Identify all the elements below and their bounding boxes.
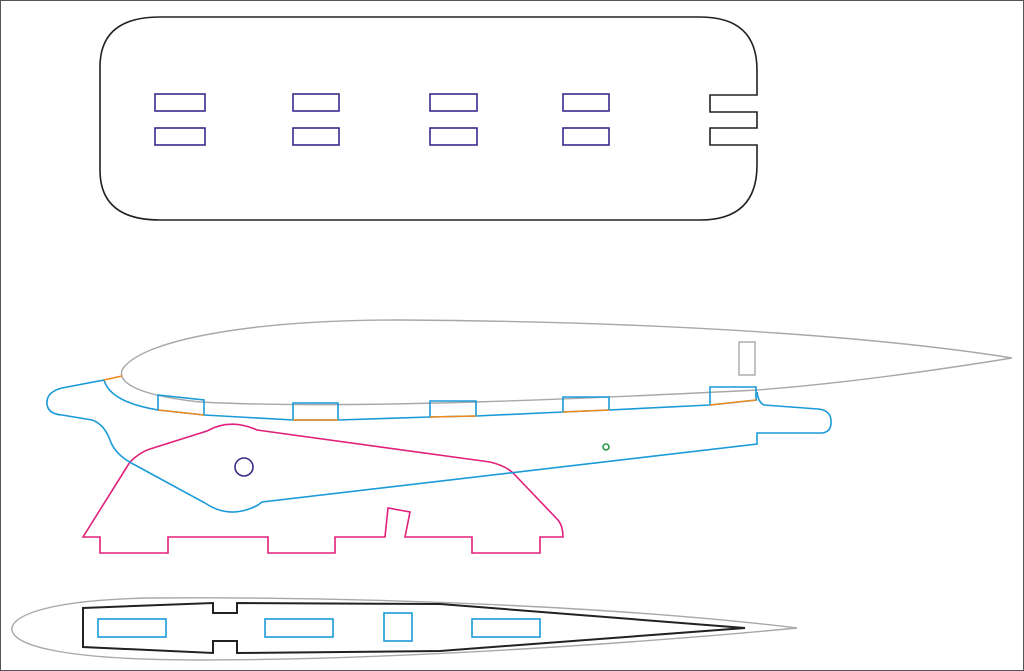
airfoil-marker	[738, 341, 756, 376]
bottom-slot	[264, 618, 334, 638]
rib-slot	[429, 400, 477, 417]
bottom-slot	[471, 618, 541, 638]
rib-slot	[562, 396, 610, 412]
cradle-outline	[81, 423, 564, 554]
strip-segment	[157, 409, 205, 416]
strip-segment	[429, 415, 477, 418]
plate-slot	[562, 127, 610, 146]
rib-slots	[157, 386, 757, 420]
plate-slot	[292, 127, 340, 146]
bottom-slot	[383, 612, 413, 642]
strip-segment	[562, 409, 610, 413]
base-plate-outline	[99, 16, 758, 221]
small-hole	[602, 443, 610, 451]
plate-slots	[154, 93, 610, 146]
strip-segment	[709, 399, 757, 406]
plate-slot	[429, 127, 478, 146]
strip-segment	[103, 375, 123, 381]
rib-outline	[46, 379, 832, 513]
plate-slot	[292, 93, 340, 112]
plate-slot	[562, 93, 610, 112]
plate-slot	[154, 93, 206, 112]
pivot-hole	[234, 457, 254, 477]
bottom-airfoil-profile	[11, 597, 798, 661]
bottom-rib-slots	[97, 612, 541, 642]
rib-slot	[292, 402, 339, 420]
bottom-slot	[97, 618, 167, 638]
strip-segments	[103, 375, 757, 421]
rib-slot	[157, 394, 205, 415]
plate-slot	[429, 93, 478, 112]
plate-slot	[154, 127, 206, 146]
bottom-rib-outline	[82, 601, 746, 655]
rib-slot	[709, 386, 757, 405]
airfoil-profile	[120, 319, 1013, 406]
